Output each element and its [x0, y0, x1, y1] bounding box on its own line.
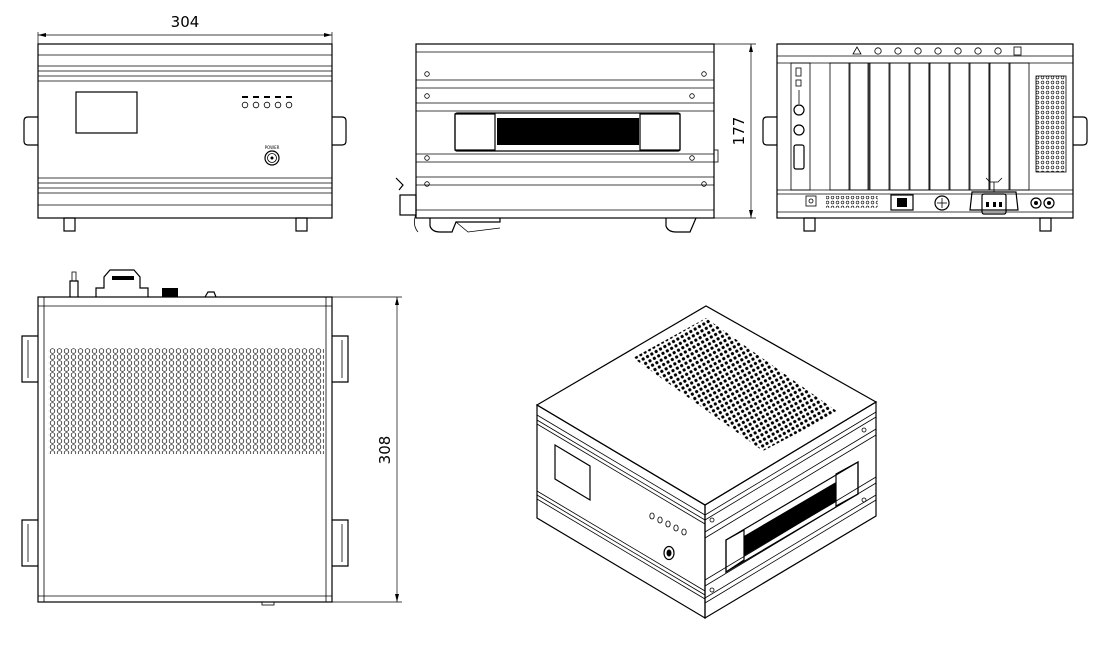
side-view: [395, 43, 719, 233]
iso-power-switch: [663, 545, 675, 561]
power-switch: POWER: [264, 145, 280, 166]
rear-vent: [1035, 75, 1067, 173]
width-dimension-label: 304: [171, 13, 200, 31]
top-vent: [48, 348, 324, 454]
power-inlet: [969, 177, 1019, 215]
rear-bottom-vent: [826, 196, 878, 208]
handle-grip: [497, 118, 639, 145]
iso-right-face: [704, 400, 877, 620]
power-label: POWER: [265, 145, 280, 150]
card-slots: [790, 62, 1030, 191]
display-window: [75, 91, 138, 134]
indicator-leds: [241, 96, 293, 109]
iso-front-face: [536, 403, 706, 620]
iso-display-window: [554, 443, 591, 502]
depth-dimension-label: 308: [376, 436, 394, 465]
width-dimension: 304: [37, 13, 333, 44]
front-view: 304 POWER: [23, 13, 347, 232]
isometric-view: [535, 305, 878, 620]
iso-handle-grip: [744, 482, 836, 556]
height-dimension: 177: [714, 43, 756, 219]
height-dimension-label: 177: [730, 117, 748, 146]
depth-dimension: 308: [332, 296, 402, 603]
top-view: [21, 269, 349, 606]
slot-labels: [874, 46, 1022, 56]
rear-knob: [162, 288, 178, 297]
iso-top-vent: [633, 318, 838, 451]
iso-indicator-leds: [649, 512, 687, 536]
rear-view: [762, 43, 1088, 232]
rear-switch: [890, 194, 914, 211]
